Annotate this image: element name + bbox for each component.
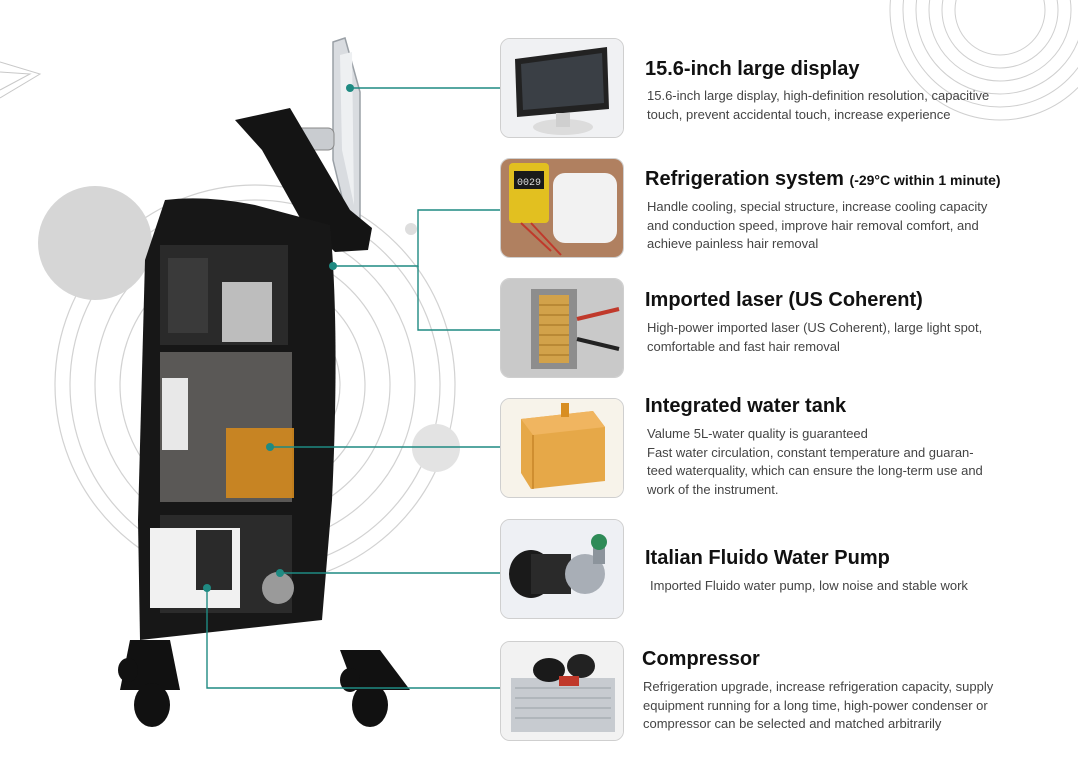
feature-desc-display: 15.6-inch large display, high-definition… — [647, 88, 990, 122]
water-tank-icon — [501, 399, 623, 497]
feature-desc-compressor: Refrigeration upgrade, increase refriger… — [643, 679, 994, 731]
wheels — [118, 640, 410, 727]
feature-desc-laser: High-power imported laser (US Coherent),… — [647, 320, 983, 354]
compressor-icon — [501, 642, 623, 740]
laser-bar-icon — [501, 279, 623, 377]
feature-desc-water-tank: Valume 5L-water quality is guaranteed Fa… — [647, 426, 983, 497]
laser-thumbnail — [500, 278, 624, 378]
machine-body — [138, 198, 336, 641]
feature-title-water-pump: Italian Fluido Water Pump — [645, 547, 890, 569]
compressor-thumbnail — [500, 641, 624, 741]
water-tank-thumbnail — [500, 398, 624, 498]
multimeter-handle-icon: 0029 — [501, 159, 623, 257]
feature-title-compressor: Compressor — [642, 648, 760, 670]
svg-text:0029: 0029 — [517, 178, 541, 189]
feature-title-laser: Imported laser (US Coherent) — [645, 289, 923, 311]
touchscreen-display-icon — [501, 39, 623, 137]
feature-title-refrigeration: Refrigeration system (-29°C within 1 min… — [645, 168, 1001, 190]
feature-title-display: 15.6-inch large display — [645, 58, 860, 80]
feature-desc-water-pump: Imported Fluido water pump, low noise an… — [650, 578, 968, 593]
water-pump-icon — [501, 520, 623, 618]
feature-desc-refrigeration: Handle cooling, special structure, incre… — [647, 199, 988, 251]
feature-title-water-tank: Integrated water tank — [645, 395, 847, 417]
display-thumbnail — [500, 38, 624, 138]
refrigeration-thumbnail: 0029 — [500, 158, 624, 258]
water-pump-thumbnail — [500, 519, 624, 619]
